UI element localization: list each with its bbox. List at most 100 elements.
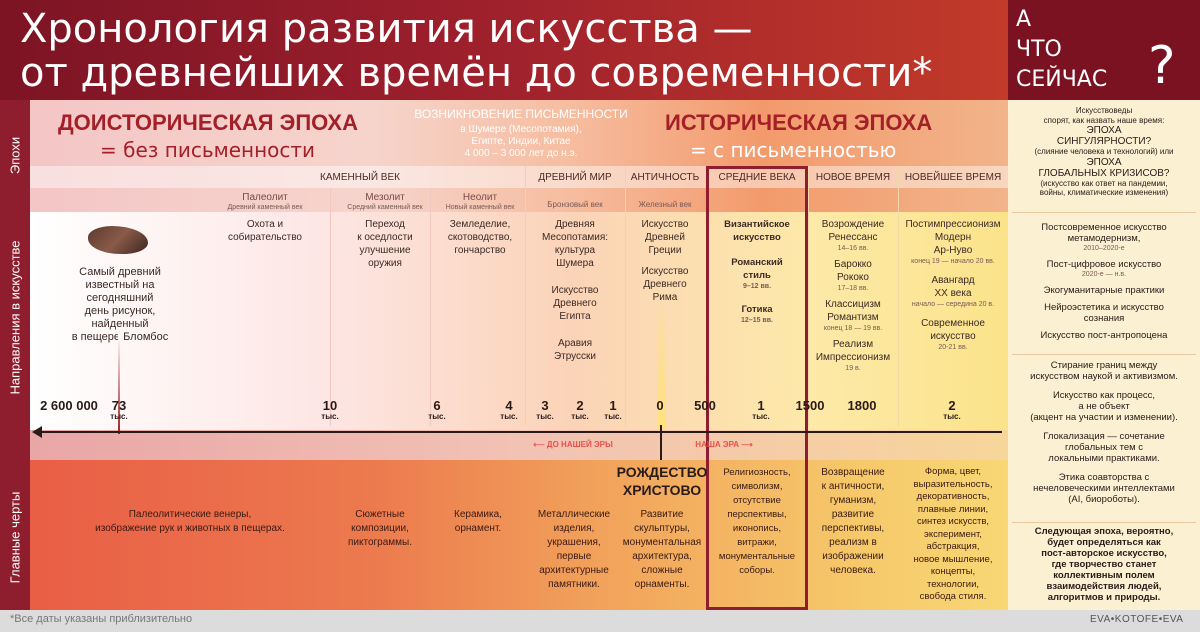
section-sidebar bbox=[0, 100, 30, 610]
right-line: Искусствоведы bbox=[1075, 106, 1133, 115]
right-line: Постсовременное искусство bbox=[1041, 222, 1167, 233]
right-line: сознания bbox=[1083, 313, 1125, 324]
right-line: искусством наукой и активизмом. bbox=[1030, 371, 1178, 382]
middle-directions: Византийское искусство Романский стиль 9… bbox=[710, 218, 804, 325]
dir-line: XX века bbox=[934, 288, 972, 299]
right-line: Этика соавторства с bbox=[1058, 472, 1150, 483]
dir-line: Барокко bbox=[834, 259, 872, 270]
writing-line1: в Шумере (Месопотамия), bbox=[460, 124, 582, 135]
blombos-text: Самый древний известный на сегодняшний д… bbox=[55, 266, 185, 344]
ad-text: НАША ЭРА bbox=[695, 440, 739, 449]
dir-line: Византийское bbox=[724, 219, 790, 230]
right-line: Следующая эпоха, вероятно, bbox=[1034, 526, 1174, 537]
dir-line: Древней bbox=[645, 232, 685, 243]
dir-line: Этрусски bbox=[553, 351, 597, 362]
right-line: будет определяться как bbox=[1047, 537, 1161, 548]
neolith-directions: Земледелие, скотоводство, гончарство bbox=[432, 218, 528, 257]
dir-line: 9–12 вв. bbox=[742, 283, 772, 290]
feat-line: орнамент. bbox=[454, 523, 502, 534]
period-stone-age: КАМЕННЫЙ ВЕК bbox=[320, 172, 400, 183]
dir-line: Рококо bbox=[837, 272, 869, 283]
feat-line: Металлические bbox=[537, 509, 611, 520]
dir-line: начало — середина 20 в. bbox=[911, 301, 995, 308]
dir-line: Переход bbox=[365, 219, 405, 230]
period-newest-time: НОВЕЙШЕЕ ВРЕМЯ bbox=[904, 172, 1002, 183]
feat-line: архитектурные bbox=[539, 565, 609, 576]
tick-73: 73 bbox=[111, 398, 127, 413]
bronze-age: Бронзовый век bbox=[547, 200, 603, 209]
feat-line: Развитие bbox=[640, 509, 684, 520]
right-line: Искусство как процесс, bbox=[1052, 390, 1156, 401]
feat-line: новое мышление, bbox=[913, 553, 993, 565]
blombos-cave-drawing-image bbox=[88, 226, 148, 254]
mesolith-label: Мезолит bbox=[365, 192, 405, 203]
right-debate: Искусствоведы спорят, как назвать наше в… bbox=[1014, 106, 1194, 198]
tick-1800: 1800 bbox=[847, 398, 877, 413]
feat-line: выразительность, bbox=[913, 478, 993, 490]
dir-line: Авангард bbox=[931, 275, 975, 286]
dir-line: скотоводство, bbox=[447, 232, 513, 243]
dir-line: Месопотамия: bbox=[541, 232, 609, 243]
dir-line: Земледелие, bbox=[449, 219, 511, 230]
middle-ages-highlight bbox=[706, 166, 808, 610]
right-line: (искусство как ответ на пандемии, bbox=[1040, 178, 1168, 188]
dir-line: Древняя bbox=[555, 219, 595, 230]
feat-line: символизм, bbox=[731, 481, 783, 492]
features-band bbox=[30, 460, 1008, 610]
right-line: а не объект bbox=[1078, 401, 1130, 412]
right-divider bbox=[1012, 522, 1196, 523]
right-directions: Постсовременное искусство метамодернизм,… bbox=[1014, 222, 1194, 341]
feat-line: монументальные bbox=[718, 551, 796, 562]
blombos-line: найденный bbox=[91, 318, 149, 330]
dir-line: Реализм bbox=[832, 339, 874, 350]
feat-line: реализм в bbox=[829, 537, 877, 548]
mesolith-sub: Средний каменный век bbox=[347, 204, 423, 211]
right-title-what: ЧТО bbox=[1016, 37, 1062, 62]
feat-line: абстракция, bbox=[926, 541, 980, 552]
dir-line: Рима bbox=[652, 292, 678, 303]
arrow-left-icon: ⟵ bbox=[533, 440, 547, 449]
tick-1000: 1 bbox=[757, 398, 765, 413]
feat-line: сложные bbox=[641, 565, 683, 576]
dir-line: 19 в. bbox=[845, 365, 861, 372]
prehistoric-title: ДОИСТОРИЧЕСКАЯ ЭПОХА bbox=[58, 110, 358, 135]
new-time-features: Возвращение к античности, гуманизм, разв… bbox=[810, 466, 896, 578]
directions-band bbox=[30, 212, 1008, 430]
axis-band bbox=[30, 430, 1008, 460]
period-ancient-world: ДРЕВНИЙ МИР bbox=[538, 172, 612, 183]
right-line: (акцент на участии и изменении). bbox=[1030, 412, 1178, 423]
prehistoric-subtitle: = без письменности bbox=[100, 138, 316, 162]
blombos-line: день рисунок, bbox=[84, 305, 156, 317]
right-line: взаимодействия людей, bbox=[1046, 581, 1162, 592]
feat-line: иконопись, bbox=[732, 523, 782, 534]
dir-line: искусство bbox=[930, 331, 976, 342]
tick-1: 1 bbox=[609, 398, 617, 413]
middle-features: Религиозность, символизм, отсутствие пер… bbox=[710, 466, 804, 578]
separator bbox=[808, 166, 809, 426]
dir-line: Искусство bbox=[641, 219, 689, 230]
separator bbox=[898, 166, 899, 426]
feat-line: к античности, bbox=[821, 481, 885, 492]
right-line: ЭПОХА bbox=[1086, 156, 1122, 168]
new-time-directions: Возрождение Ренессанс 14–16 вв. Барокко … bbox=[810, 218, 896, 373]
dir-line: Древнего bbox=[643, 279, 687, 290]
dir-line: оружия bbox=[368, 258, 402, 269]
paleolith-sub: Древний каменный век bbox=[227, 204, 303, 211]
bc-label: ⟵ ДО НАШЕЙ ЭРЫ bbox=[488, 440, 658, 449]
iron-age: Железный век bbox=[638, 200, 692, 209]
feat-line: Керамика, bbox=[454, 509, 502, 520]
feat-line: перспективы, bbox=[821, 523, 885, 534]
dir-line: Искусство bbox=[641, 266, 689, 277]
dir-line: культура bbox=[554, 245, 596, 256]
dir-line: Шумера bbox=[556, 258, 594, 269]
tick-2: 2 bbox=[576, 398, 584, 413]
feat-line: декоративность, bbox=[916, 491, 990, 502]
dir-line: Древнего bbox=[553, 298, 597, 309]
feat-line: памятники. bbox=[548, 579, 600, 590]
footer bbox=[0, 610, 1200, 632]
right-line: СИНГУЛЯРНОСТИ? bbox=[1056, 136, 1152, 147]
right-divider bbox=[1012, 212, 1196, 213]
dir-line: 20-21 вв. bbox=[938, 344, 968, 351]
right-column bbox=[1008, 100, 1200, 610]
timeline-axis bbox=[34, 431, 1002, 433]
